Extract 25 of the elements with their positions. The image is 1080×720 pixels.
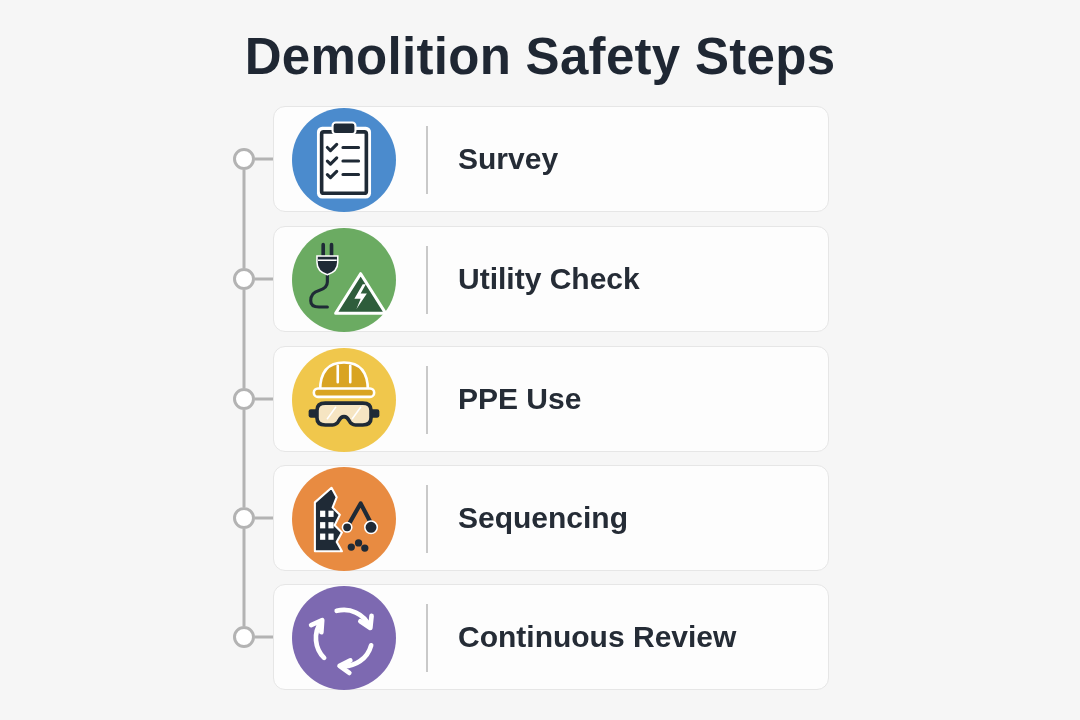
connector-line (255, 277, 273, 281)
timeline-circle (233, 507, 255, 529)
step-label: PPE Use (458, 381, 582, 417)
step-label: Survey (458, 141, 559, 177)
title: Demolition Safety Steps (244, 28, 836, 85)
connector-line (242, 410, 246, 507)
step-card (273, 106, 829, 212)
timeline-circle (233, 148, 255, 170)
timeline-circle (233, 626, 255, 648)
connector-line (255, 157, 273, 161)
connector-line (242, 170, 246, 268)
connector-line (242, 529, 246, 626)
step-card (273, 584, 829, 690)
connector-line (255, 516, 273, 520)
step-label: Utility Check (458, 261, 640, 297)
connector-line (255, 397, 273, 401)
connector-line (255, 635, 273, 639)
step-card (273, 346, 829, 452)
step-card (273, 465, 829, 571)
timeline-circle (233, 268, 255, 290)
step-label: Continuous Review (458, 619, 737, 655)
step-card (273, 226, 829, 332)
step-label: Sequencing (458, 500, 629, 536)
timeline-circle (233, 388, 255, 410)
connector-line (242, 290, 246, 388)
